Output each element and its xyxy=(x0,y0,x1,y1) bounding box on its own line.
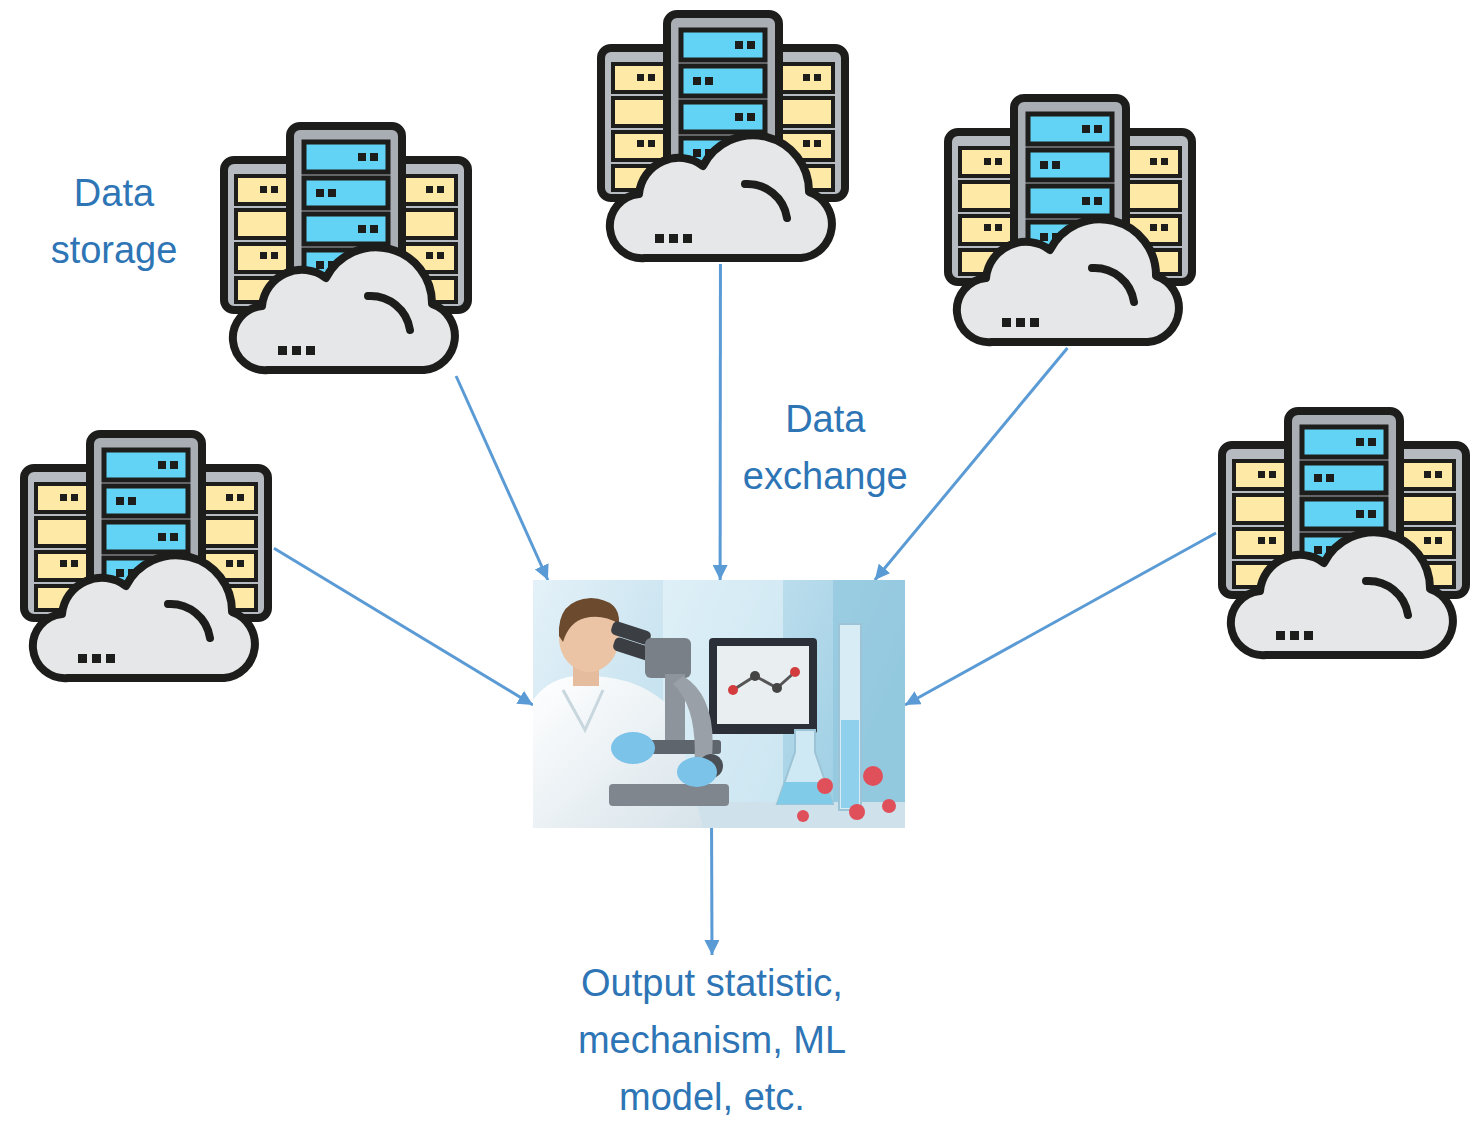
output-text: Output statistic, mechanism, ML model, e… xyxy=(542,955,882,1122)
server-icon xyxy=(942,92,1198,348)
server-cloud-icon xyxy=(18,428,274,684)
server-icon: Data storage xyxy=(218,120,474,376)
lab-illustration xyxy=(533,580,905,828)
output-label: Output statistic, mechanism, ML model, e… xyxy=(542,955,882,1122)
server-cloud-icon xyxy=(942,92,1198,348)
arrow-connector xyxy=(274,548,533,705)
arrow-connector xyxy=(710,828,713,955)
researcher-photo xyxy=(533,580,905,828)
server-cloud-icon xyxy=(1216,405,1472,661)
arrow-connector xyxy=(456,376,548,580)
server-icon xyxy=(18,428,274,684)
server-cloud-icon xyxy=(218,120,474,376)
server-icon xyxy=(1216,405,1472,661)
edge-label: Data exchange xyxy=(732,391,918,505)
arrow-connector xyxy=(719,264,722,580)
server-icon xyxy=(595,8,851,264)
node-label: Data storage xyxy=(30,165,198,279)
arrow-connector xyxy=(905,533,1216,705)
server-cloud-icon xyxy=(595,8,851,264)
